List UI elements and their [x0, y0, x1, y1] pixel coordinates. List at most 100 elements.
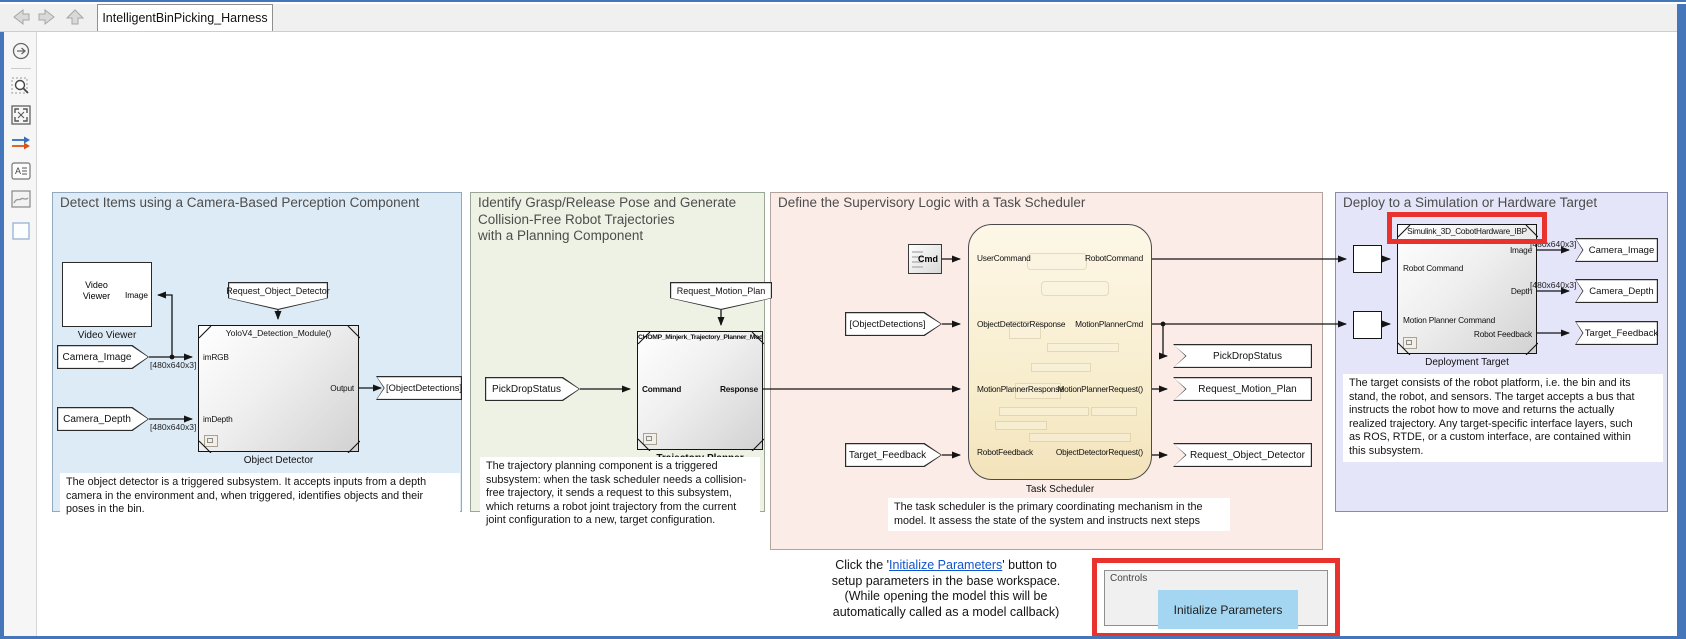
subsystem-badge-icon	[643, 433, 657, 445]
chart-state-decor	[1041, 281, 1109, 296]
window-border-bottom	[0, 636, 1686, 639]
from-tag-objectdetections[interactable]: [ObjectDetections]	[845, 312, 942, 336]
note-prefix: Click the '	[835, 558, 890, 572]
object-detector-subsystem[interactable]: YoloV4_Detection_Module() imRGB imDepth …	[198, 325, 360, 453]
forward-icon[interactable]	[36, 7, 58, 27]
port-depth: Depth	[1510, 286, 1532, 296]
goto-tag-request-motion-plan[interactable]: Request_Motion_Plan	[1173, 377, 1312, 401]
chart-port-objectdetectorresponse: ObjectDetectorResponse	[977, 319, 1066, 329]
image-icon[interactable]	[10, 188, 32, 210]
chart-port-motionplannerresponse: MotionPlannerResponse	[977, 384, 1064, 394]
goto-tag-camera-depth[interactable]: Camera_Depth	[1575, 279, 1658, 303]
chart-port-motionplannercmd: MotionPlannerCmd	[1075, 319, 1143, 329]
task-scheduler-label: Task Scheduler	[1025, 484, 1095, 495]
from-tag-pickdropstatus[interactable]: PickDropStatus	[485, 377, 580, 401]
chart-port-robotcommand: RobotCommand	[1084, 253, 1143, 263]
signal-arrows-icon[interactable]	[10, 132, 32, 154]
port-robot-command: Robot Command	[1403, 263, 1464, 273]
panel-deploy-description: The target consists of the robot platfor…	[1343, 374, 1663, 462]
panel-planning-title: Identify Grasp/Release Pose and Generate…	[478, 195, 737, 243]
window-border-left	[0, 32, 4, 636]
video-viewer-label: Video Viewer	[77, 330, 137, 341]
back-icon[interactable]	[10, 7, 32, 27]
video-viewer-block[interactable]: Video Viewer Image	[62, 262, 152, 327]
controls-groupbox-label: Controls	[1110, 573, 1148, 584]
model-tab[interactable]: IntelligentBinPicking_Harness	[97, 4, 273, 31]
conversion-block[interactable]	[1353, 245, 1382, 273]
port-imDepth: imDepth	[203, 414, 233, 424]
conversion-block[interactable]	[1353, 311, 1382, 339]
from-tag-camera-depth[interactable]: Camera_Depth	[57, 407, 149, 431]
port-motion-planner-command: Motion Planner Command	[1403, 315, 1495, 325]
palette-divider	[11, 68, 31, 69]
signal-dim-label: [480x640x3]	[150, 360, 197, 370]
controls-groupbox: Controls Initialize Parameters	[1104, 570, 1328, 629]
subsystem-badge-icon	[1403, 337, 1417, 349]
highlight-controls: Controls Initialize Parameters	[1092, 558, 1340, 638]
video-viewer-text: Video Viewer	[82, 280, 111, 301]
port-imRGB: imRGB	[203, 352, 229, 362]
chart-port-usercommand: UserCommand	[977, 253, 1031, 263]
chart-state-decor	[1029, 433, 1131, 442]
from-tag-camera-image[interactable]: Camera_Image	[57, 345, 149, 369]
chart-state-decor	[1031, 363, 1091, 372]
goto-tag-request-object-detector[interactable]: Request_Object_Detector	[1173, 443, 1312, 467]
goto-tag-camera-image[interactable]: Camera_Image	[1575, 238, 1658, 262]
annotation-icon[interactable]: A	[10, 160, 32, 182]
video-viewer-port-image: Image	[124, 290, 148, 300]
port-response: Response	[719, 384, 758, 394]
subsystem-title: CHOMP_Minjerk_Trajectory_Planner_Module(…	[638, 334, 762, 341]
cmd-block-label: Cmd	[918, 254, 938, 264]
zoom-region-icon[interactable]	[10, 76, 32, 98]
port-image: Image	[1509, 245, 1532, 255]
event-tag-request-motion-plan[interactable]: Request_Motion_Plan	[670, 282, 772, 310]
svg-text:A: A	[15, 166, 21, 176]
goto-tag-target-feedback[interactable]: Target_Feedback	[1575, 321, 1658, 345]
note-suffix: ' button to setup parameters in the base…	[831, 558, 1061, 619]
subsystem-title: YoloV4_Detection_Module()	[225, 328, 332, 338]
initialize-parameters-link[interactable]: Initialize Parameters	[889, 558, 1003, 572]
from-tag-target-feedback[interactable]: Target_Feedback	[845, 443, 942, 467]
port-robot-feedback: Robot Feedback	[1473, 329, 1532, 339]
panel-scheduler-description: The task scheduler is the primary coordi…	[888, 498, 1230, 532]
subsystem-badge-icon	[204, 435, 218, 447]
object-detector-label: Object Detector	[243, 455, 314, 466]
chart-state-decor	[1027, 253, 1087, 270]
fit-to-view-icon[interactable]	[10, 104, 32, 126]
panel-deploy-title: Deploy to a Simulation or Hardware Targe…	[1343, 195, 1598, 210]
area-icon[interactable]	[10, 220, 32, 242]
deployment-target-label: Deployment Target	[1425, 357, 1509, 368]
task-scheduler-chart[interactable]: UserCommand ObjectDetectorResponse Motio…	[968, 224, 1152, 480]
initialize-note: Click the 'Initialize Parameters' button…	[796, 558, 1096, 620]
panel-planning-description: The trajectory planning component is a t…	[480, 457, 760, 531]
panel-scheduler-title: Define the Supervisory Logic with a Task…	[778, 195, 1086, 210]
port-command: Command	[642, 384, 682, 394]
chart-port-objectdetectorrequest: ObjectDetectorRequest()	[1055, 447, 1143, 457]
signal-dim-label: [480x640x3]	[1530, 280, 1577, 290]
signal-dim-label: [480x640x3]	[150, 422, 197, 432]
chart-state-decor	[1015, 383, 1061, 399]
signal-editor-icon	[912, 251, 923, 268]
signal-dim-label: [480x640x3]	[1530, 239, 1577, 249]
navigation-toolbar: IntelligentBinPicking_Harness	[0, 4, 1686, 32]
chart-state-decor	[999, 407, 1089, 416]
chart-state-decor	[995, 421, 1047, 430]
initialize-parameters-button[interactable]: Initialize Parameters	[1158, 590, 1298, 629]
event-tag-request-object-detector[interactable]: Request_Object_Detector	[226, 282, 330, 310]
palette-sidebar: A	[4, 32, 37, 636]
goto-tag-objectdetections[interactable]: [ObjectDetections]	[376, 376, 462, 400]
hide-palette-icon[interactable]	[10, 40, 32, 62]
up-icon[interactable]	[64, 7, 86, 27]
trajectory-planner-subsystem[interactable]: CHOMP_Minjerk_Trajectory_Planner_Module(…	[637, 331, 764, 451]
port-output: Output	[330, 383, 354, 393]
chart-state-decor	[1047, 343, 1119, 352]
chart-port-robotfeedback: RobotFeedback	[977, 447, 1033, 457]
chart-port-motionplannerrequest: MotionPlannerRequest()	[1057, 384, 1143, 394]
cmd-source-block[interactable]: Cmd	[908, 244, 942, 274]
panel-perception-description: The object detector is a triggered subsy…	[60, 473, 460, 520]
panel-perception-title: Detect Items using a Camera-Based Percep…	[60, 195, 420, 210]
window-border-right[interactable]	[1677, 4, 1686, 639]
model-tab-title: IntelligentBinPicking_Harness	[102, 11, 268, 25]
goto-tag-pickdropstatus[interactable]: PickDropStatus	[1173, 344, 1312, 368]
